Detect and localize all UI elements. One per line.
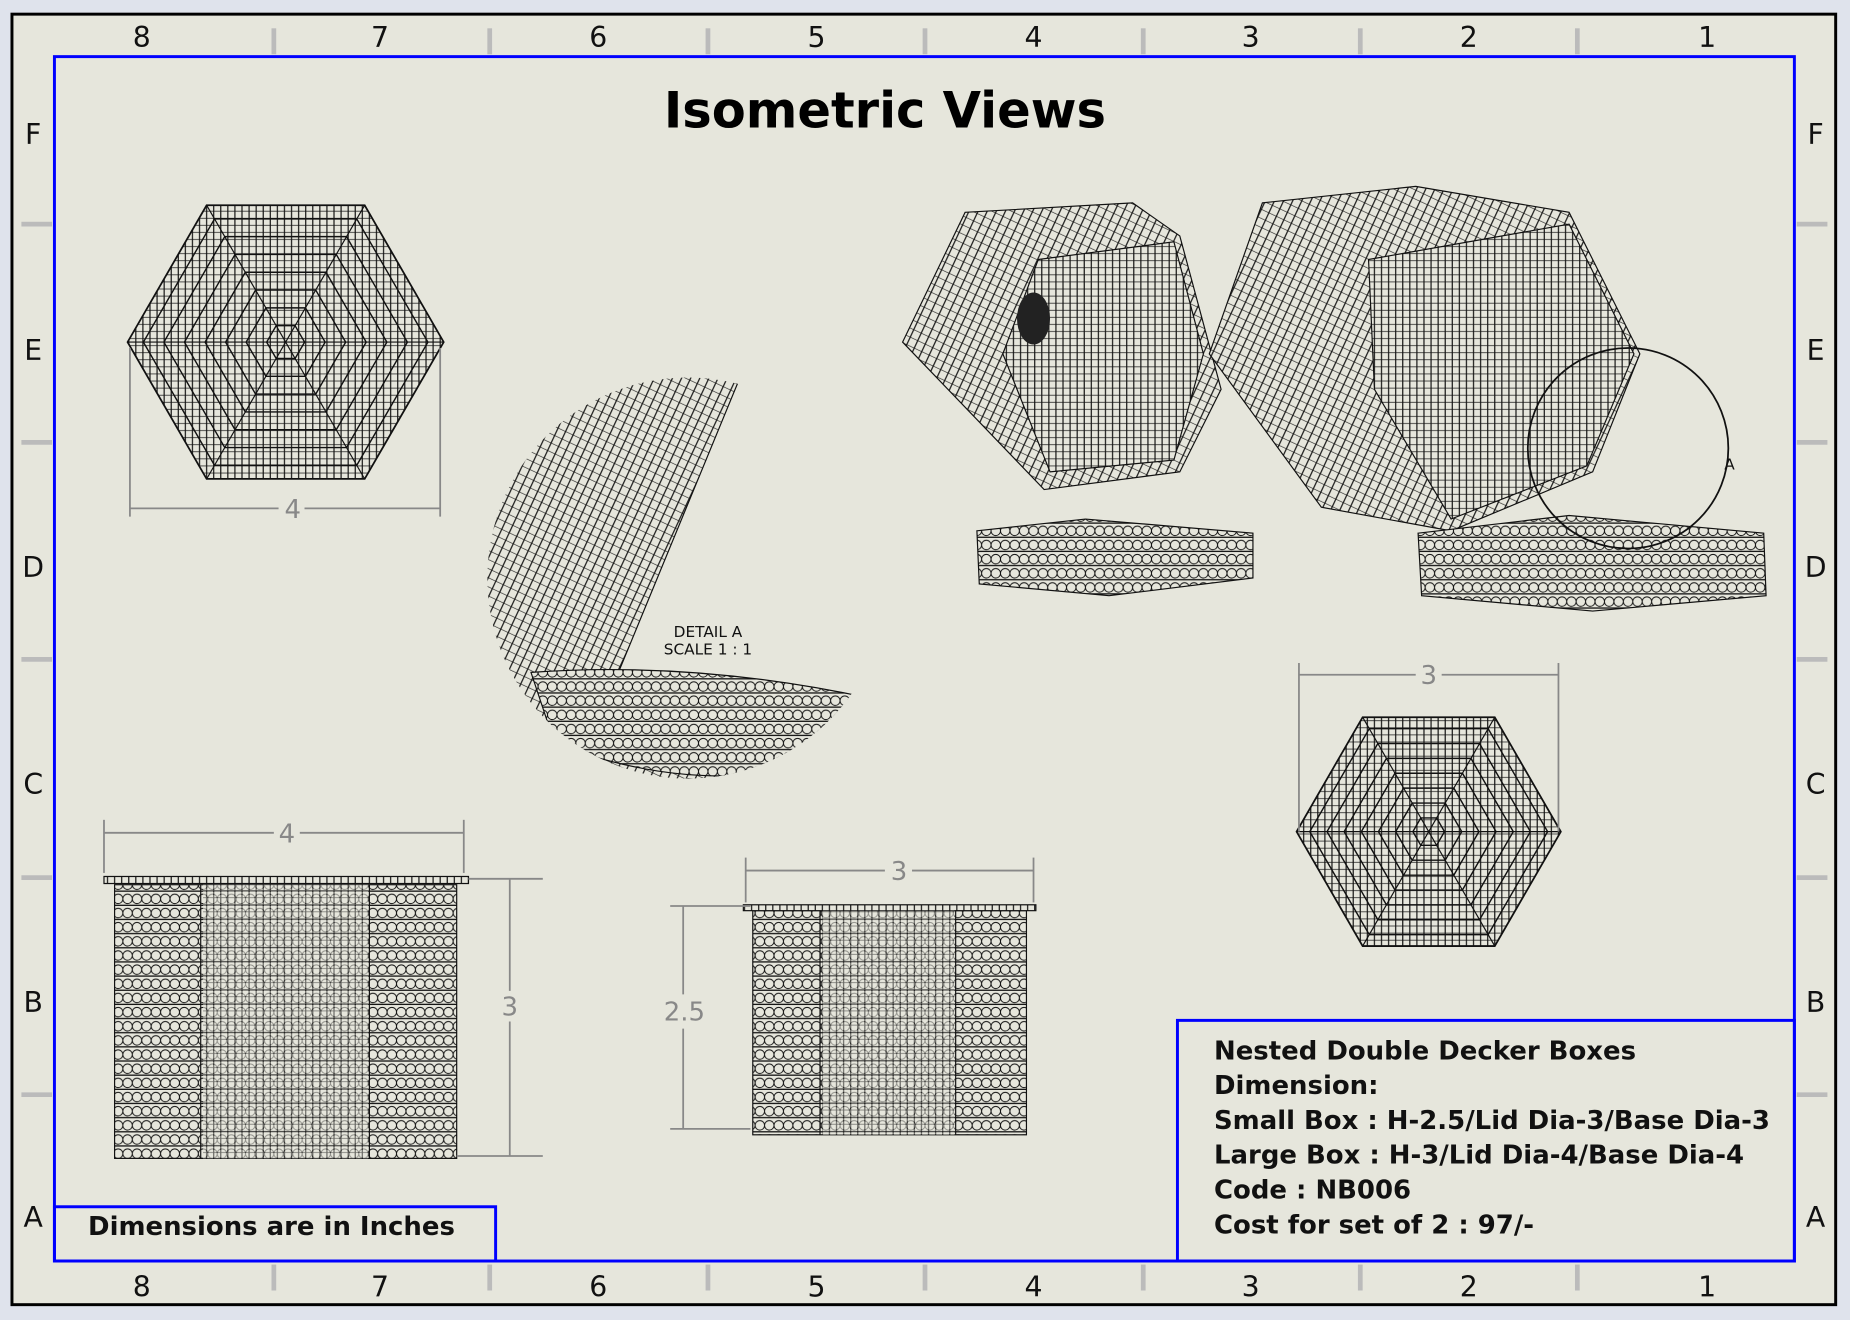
- zone-column-top: 1: [1698, 21, 1716, 54]
- dimension-top-small: 3: [1298, 661, 1560, 832]
- top-view-large-box: [126, 204, 445, 480]
- dimension-value: 3: [502, 993, 519, 1023]
- page-title: Isometric Views: [664, 81, 1106, 139]
- zone-column-bottom: 8: [133, 1270, 151, 1303]
- zone-column-bottom: 3: [1242, 1270, 1260, 1303]
- zone-column-bottom: 2: [1460, 1270, 1478, 1303]
- zone-column-top: 4: [1025, 21, 1043, 54]
- zone-column-top: 6: [589, 21, 607, 54]
- top-view-small-box: [1295, 716, 1562, 947]
- title-block-line: Cost for set of 2 : 97/-: [1214, 1210, 1534, 1240]
- zone-row-left: B: [23, 986, 42, 1019]
- zone-row-left: E: [24, 334, 42, 367]
- zone-row-left: D: [22, 551, 44, 584]
- zone-column-top: 8: [133, 21, 151, 54]
- dimension-side-small: 3 2.5: [664, 857, 1035, 1130]
- detail-a-callout-circle: [1526, 347, 1730, 550]
- side-view-large-box: [103, 875, 470, 1159]
- zone-column-top: 3: [1242, 21, 1260, 54]
- zone-row-right: E: [1807, 334, 1825, 367]
- zone-row-right: A: [1806, 1201, 1826, 1234]
- units-note-text: Dimensions are in Inches: [88, 1212, 455, 1242]
- dimension-value: 4: [284, 495, 301, 525]
- drawing-border: [52, 55, 1796, 1263]
- hexagon-spoke: [206, 204, 366, 480]
- dimension-top-large: 4: [129, 347, 442, 525]
- title-block-line: Dimension:: [1214, 1071, 1379, 1101]
- zone-row-left: A: [24, 1201, 44, 1234]
- detail-scale: SCALE 1 : 1: [664, 641, 752, 659]
- units-note: Dimensions are in Inches: [52, 1205, 498, 1263]
- zone-row-right: B: [1806, 986, 1825, 1019]
- title-block-line: Nested Double Decker Boxes: [1214, 1036, 1636, 1066]
- zone-row-right: F: [1807, 118, 1823, 151]
- isometric-view: A: [901, 185, 1767, 612]
- dimension-value: 2.5: [664, 997, 705, 1027]
- zone-column-top: 5: [807, 21, 825, 54]
- title-block-line: Small Box : H-2.5/Lid Dia-3/Base Dia-3: [1214, 1106, 1770, 1136]
- title-block-line: Large Box : H-3/Lid Dia-4/Base Dia-4: [1214, 1141, 1744, 1171]
- zone-row-left: C: [23, 768, 43, 801]
- title-block-line: Code : NB006: [1214, 1175, 1411, 1205]
- zone-column-top: 7: [371, 21, 389, 54]
- dimension-value: 3: [1420, 661, 1437, 691]
- zone-column-bottom: 1: [1698, 1270, 1716, 1303]
- zone-column-top: 2: [1460, 21, 1478, 54]
- hexagon-spoke: [1362, 716, 1496, 947]
- zone-row-right: C: [1806, 768, 1826, 801]
- detail-view-a: DETAIL A SCALE 1 : 1: [487, 377, 872, 779]
- detail-marker: A: [1724, 455, 1735, 473]
- zone-column-bottom: 4: [1025, 1270, 1043, 1303]
- side-view-small-box: [742, 904, 1037, 1136]
- zone-row-right: D: [1805, 551, 1827, 584]
- dimension-value: 3: [891, 857, 908, 887]
- zone-column-bottom: 5: [807, 1270, 825, 1303]
- zone-column-bottom: 7: [371, 1270, 389, 1303]
- zone-column-bottom: 6: [589, 1270, 607, 1303]
- zone-row-left: F: [25, 118, 41, 151]
- dimension-side-large: 4 3: [103, 819, 543, 1157]
- detail-label: DETAIL A: [674, 623, 743, 641]
- dimension-value: 4: [279, 819, 296, 849]
